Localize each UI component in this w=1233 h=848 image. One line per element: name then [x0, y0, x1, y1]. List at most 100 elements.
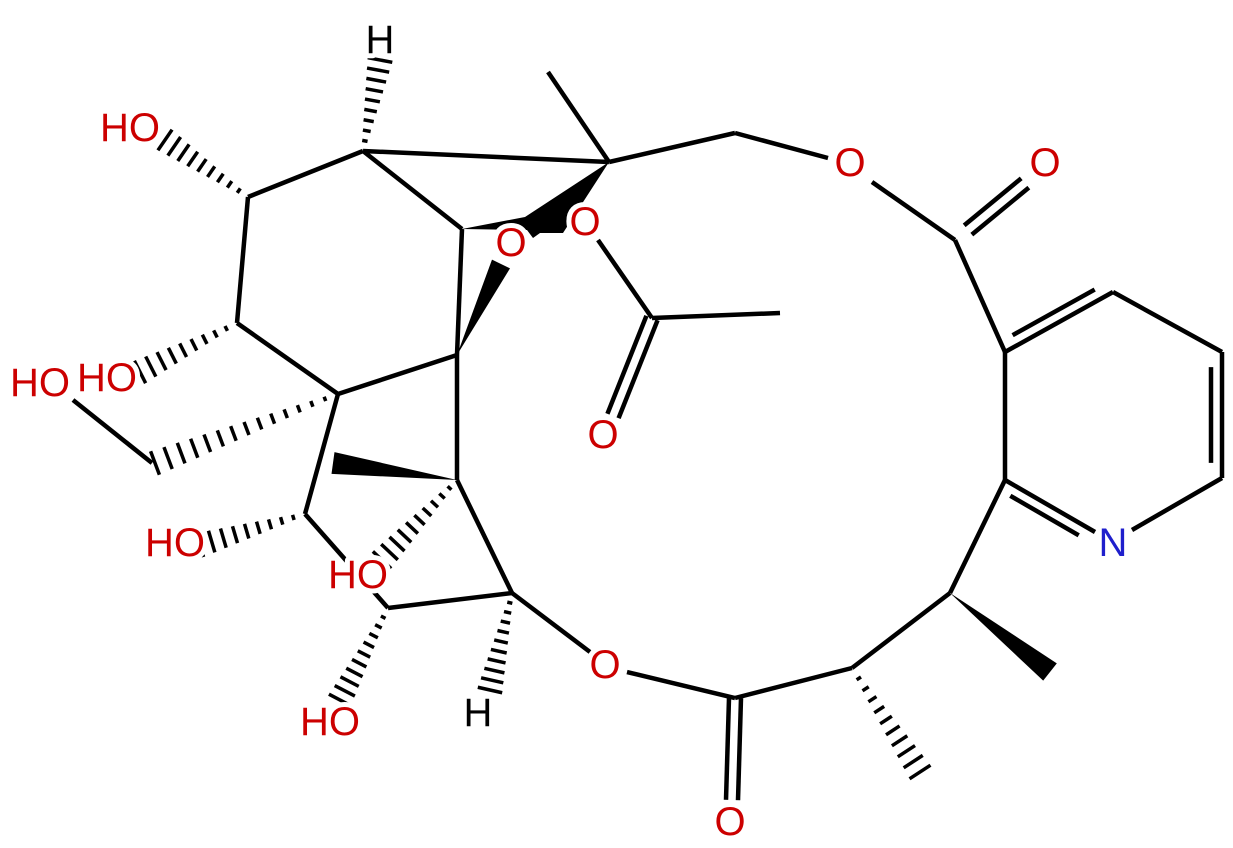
single-bond: [734, 665, 853, 701]
hash-bond-stroke: [225, 180, 234, 189]
hash-bond-stroke: [500, 619, 511, 625]
wedge-bond: [457, 259, 511, 355]
hash-bond-stroke: [371, 550, 393, 570]
hash-bond-stroke: [362, 128, 371, 134]
hash-bond-stroke: [242, 523, 251, 540]
single-bond: [387, 590, 513, 611]
hash-bond-stroke: [206, 530, 217, 553]
hash-bond-stroke: [477, 685, 503, 695]
double-bond-line: [962, 176, 1023, 228]
hash-bond-stroke: [328, 692, 352, 708]
single-bond: [337, 352, 458, 397]
hash-bond-stroke: [446, 484, 453, 492]
single-bond: [850, 591, 952, 670]
oxygen-label: O: [569, 200, 600, 244]
hash-bond-stroke: [366, 66, 390, 74]
hash-bond-stroke: [212, 329, 219, 339]
double-bond-line: [605, 314, 649, 415]
single-bond: [302, 393, 341, 515]
wedge-bond: [331, 452, 457, 480]
hash-bond-stroke: [269, 412, 277, 425]
single-bond: [608, 130, 736, 165]
hydrogen-label: H: [464, 691, 493, 735]
hash-bond-stroke: [855, 675, 862, 682]
hash-bond-stroke: [218, 527, 228, 549]
hash-bond-stroke: [188, 438, 200, 459]
hash-bond-stroke: [309, 400, 315, 408]
single-bond: [362, 148, 610, 165]
double-bond-line: [1011, 287, 1096, 338]
single-bond: [1111, 290, 1224, 354]
hash-bond-stroke: [365, 86, 384, 94]
hash-bond-stroke: [200, 333, 209, 345]
hash-bond-stroke: [890, 734, 909, 748]
hash-bond-stroke: [189, 338, 199, 352]
hash-bond-stroke: [202, 433, 213, 453]
hash-bond-stroke: [367, 55, 393, 65]
hash-bond-stroke: [368, 631, 379, 640]
oxygen-label: O: [1029, 141, 1060, 185]
single-bond: [947, 479, 1008, 594]
oxygen-label: O: [587, 413, 618, 457]
hash-bond-stroke: [429, 499, 440, 509]
hash-bond-stroke: [351, 657, 368, 669]
hash-bond-stroke: [132, 360, 148, 384]
single-bond: [510, 591, 592, 654]
hash-bond-stroke: [229, 425, 238, 442]
wedge-bond: [950, 593, 1057, 681]
single-bond: [361, 149, 464, 231]
hash-bond-stroke: [322, 396, 328, 402]
hash-bond-stroke: [255, 417, 264, 431]
hash-bond-stroke: [404, 521, 420, 535]
single-bond: [1003, 478, 1097, 534]
hash-bond-stroke: [166, 346, 178, 365]
hydroxyl-label: HO: [77, 356, 137, 400]
single-bond: [596, 238, 654, 320]
hash-bond-stroke: [144, 355, 158, 378]
hash-bond-stroke: [364, 97, 381, 104]
double-bond-line: [970, 185, 1031, 237]
hash-bond-stroke: [215, 429, 226, 447]
hash-bond-stroke: [374, 623, 383, 630]
hydroxyl-label: HO: [145, 521, 205, 565]
hash-bond-stroke: [861, 685, 870, 693]
hash-bond-stroke: [497, 628, 510, 635]
hash-bond-stroke: [380, 614, 387, 620]
hash-bond-stroke: [421, 506, 433, 518]
hash-bond-stroke: [155, 351, 168, 371]
hydrogen-label: H: [366, 18, 395, 62]
hash-bond-stroke: [162, 446, 174, 470]
hash-bond-stroke: [339, 675, 360, 688]
hash-bond-stroke: [278, 516, 285, 526]
hash-bond-stroke: [235, 187, 242, 194]
oxygen-label: O: [714, 800, 745, 844]
hash-bond-stroke: [230, 525, 240, 544]
hash-bond-stroke: [363, 117, 375, 124]
hash-bond-stroke: [867, 695, 878, 704]
hash-bond-stroke: [908, 763, 932, 781]
single-bond: [734, 130, 829, 161]
hash-bond-stroke: [879, 714, 893, 726]
hash-bond-stroke: [438, 492, 446, 500]
hash-bond-stroke: [366, 76, 387, 84]
hash-bond-stroke: [175, 442, 187, 464]
hash-bond-stroke: [196, 158, 208, 173]
single-bond: [952, 239, 1008, 353]
single-bond: [1003, 290, 1115, 354]
single-bond: [1130, 476, 1224, 532]
hash-bond-stroke: [215, 172, 225, 184]
double-bond-line: [735, 698, 744, 801]
hash-bond-stroke: [333, 683, 356, 698]
hydroxyl-label: HO: [300, 700, 360, 744]
hash-bond-stroke: [388, 535, 406, 553]
hash-bond-stroke: [493, 638, 509, 645]
hydroxyl-label: HO: [328, 553, 388, 597]
single-bond: [870, 180, 957, 242]
hash-bond-stroke: [156, 128, 174, 152]
bonds: [71, 55, 1225, 801]
hash-bond-stroke: [290, 514, 296, 521]
hash-bond-stroke: [873, 704, 886, 715]
